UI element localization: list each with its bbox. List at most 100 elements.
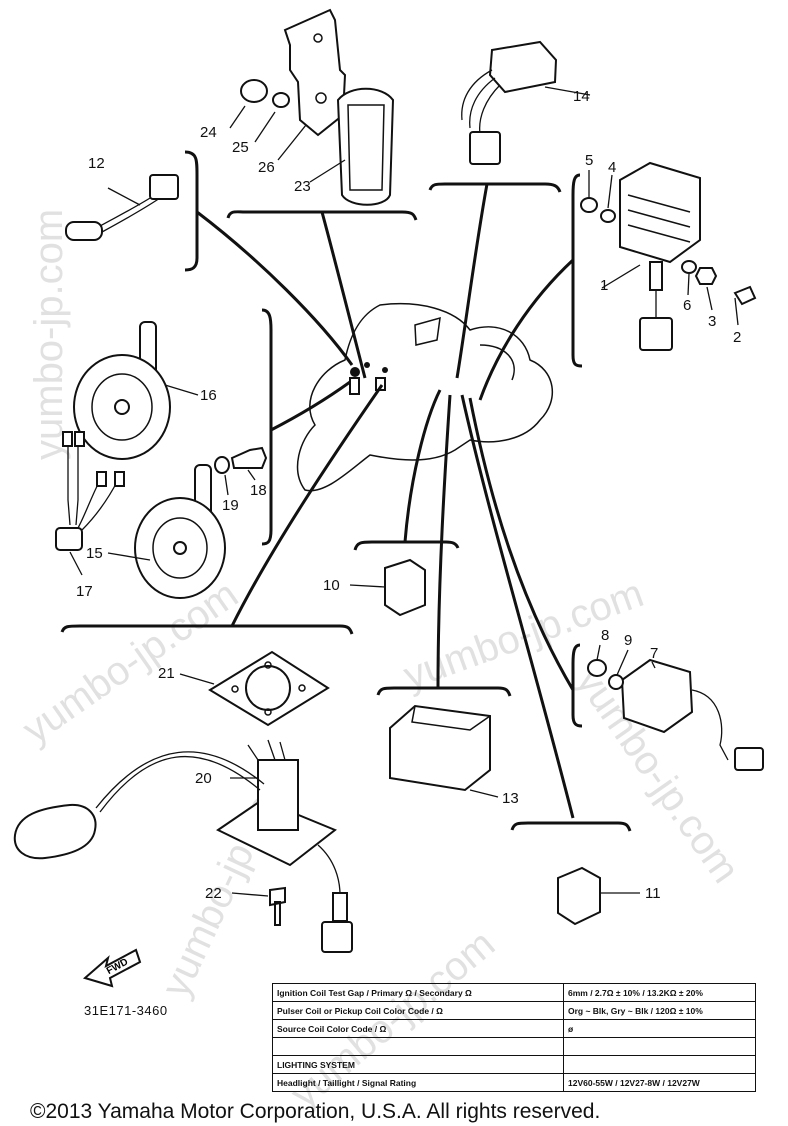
part-16-horn (73, 321, 199, 460)
washer-4 (600, 209, 616, 223)
flasher-13-body (389, 704, 491, 792)
callout-5: 5 (585, 152, 593, 169)
part-12-sensor (65, 174, 179, 241)
part-13-flasher (389, 704, 499, 798)
reflector-23 (336, 87, 395, 206)
bolt-2 (733, 285, 757, 306)
lead-terminal (62, 431, 73, 447)
callout-22: 22 (205, 885, 222, 902)
washer-6 (681, 260, 697, 274)
spec-value: Org ~ Blk, Gry ~ Blk / 120Ω ± 10% (563, 1001, 756, 1020)
sender-plug (321, 921, 353, 953)
bracket-26 (283, 8, 347, 137)
spec-value: 6mm / 2.7Ω ± 10% / 13.2KΩ ± 20% (563, 983, 756, 1002)
spec-section-heading: LIGHTING SYSTEM (272, 1055, 564, 1074)
regulator-plug (639, 317, 673, 351)
spec-value: ø (563, 1019, 756, 1038)
connector-14-plug (469, 131, 501, 165)
washer-9 (608, 674, 624, 690)
connector-stub (349, 377, 360, 395)
diagram-part-code: 31E171-3460 (84, 1003, 168, 1018)
relay-7-body (620, 658, 694, 734)
spec-value (563, 1037, 756, 1056)
regulator-lead (649, 261, 663, 291)
spec-label: Headlight / Taillight / Signal Rating (272, 1073, 564, 1092)
frame-outline (296, 302, 554, 492)
watermark-2: yumbo-jp.com (15, 572, 246, 752)
callout-25: 25 (232, 139, 249, 156)
sender-sleeve (332, 892, 348, 922)
callout-10: 10 (323, 577, 340, 594)
connector-stub (375, 377, 386, 391)
lead-terminal (114, 471, 125, 487)
callout-8: 8 (601, 627, 609, 644)
callout-4: 4 (608, 159, 616, 176)
part-15-horn (107, 464, 226, 599)
sensor-body (65, 221, 103, 241)
washer-19 (214, 456, 230, 474)
callout-12: 12 (88, 155, 105, 172)
callout-20: 20 (195, 770, 212, 787)
callout-9: 9 (624, 632, 632, 649)
connector-pin (350, 367, 360, 377)
screw-22 (269, 886, 286, 926)
spec-value: 12V60-55W / 12V27-8W / 12V27W (563, 1073, 756, 1092)
part-11-switch (557, 866, 640, 926)
callout-11: 11 (645, 885, 661, 902)
bolt-18 (230, 446, 268, 469)
part-reflector-assembly (229, 8, 395, 206)
spec-label: Source Coil Color Code / Ω (272, 1019, 564, 1038)
spec-row: Source Coil Color Code / Ω ø (272, 1019, 756, 1038)
spec-row (272, 1037, 756, 1056)
regulator-body (619, 161, 701, 264)
callout-16: 16 (200, 387, 217, 404)
fwd-arrow-shape (82, 948, 142, 988)
fwd-arrow: FWD (82, 948, 142, 988)
spec-label (272, 1037, 564, 1056)
nut-8 (587, 659, 607, 677)
connector-pin (364, 362, 370, 368)
callout-7: 7 (650, 645, 658, 662)
copyright-notice: ©2013 Yamaha Motor Corporation, U.S.A. A… (30, 1100, 601, 1123)
routing-lines (196, 183, 575, 819)
callout-14: 14 (573, 88, 590, 105)
lead-terminal (74, 431, 85, 447)
callout-17: 17 (76, 583, 93, 600)
callout-18: 18 (250, 482, 267, 499)
spec-row: Ignition Coil Test Gap / Primary Ω / Sec… (272, 983, 756, 1002)
watermark-1: yumbo-jp.com (27, 209, 71, 460)
callout-24: 24 (200, 124, 217, 141)
part-7-relay (587, 644, 764, 771)
callout-1: 1 (600, 277, 608, 294)
callout-26: 26 (258, 159, 275, 176)
part-10-switch (349, 558, 426, 617)
part-14-connector (461, 40, 591, 165)
switch-11-body (557, 866, 601, 926)
watermark-group: yumbo-jp.com yumbo-jp.com yumbo-jp.com y… (15, 209, 748, 1117)
callout-13: 13 (502, 790, 519, 807)
lead-clamp (55, 527, 83, 551)
part-20-fuel-sender (13, 739, 353, 953)
relay-7-plug (734, 747, 764, 771)
spec-value (563, 1055, 756, 1074)
callout-6: 6 (683, 297, 691, 314)
sender-plate (216, 798, 337, 867)
part-21-gasket (179, 650, 330, 727)
sensor-plug (149, 174, 179, 200)
nut-5 (580, 197, 598, 213)
part-17-lead-set (55, 431, 125, 576)
callout-labels: 12 24 25 26 23 14 5 4 1 6 3 2 16 18 19 1… (76, 88, 741, 902)
nut-3 (694, 267, 718, 285)
callout-15: 15 (86, 545, 103, 562)
callout-3: 3 (708, 313, 716, 330)
spec-label: Ignition Coil Test Gap / Primary Ω / Sec… (272, 983, 564, 1002)
float-arm-bulb (13, 803, 97, 860)
part-1-regulator (580, 161, 757, 351)
callout-2: 2 (733, 329, 741, 346)
callout-23: 23 (294, 178, 311, 195)
spec-row: Headlight / Taillight / Signal Rating 12… (272, 1073, 756, 1092)
callout-21: 21 (158, 665, 175, 682)
sender-body-20 (257, 759, 299, 831)
nut-24 (240, 79, 268, 103)
